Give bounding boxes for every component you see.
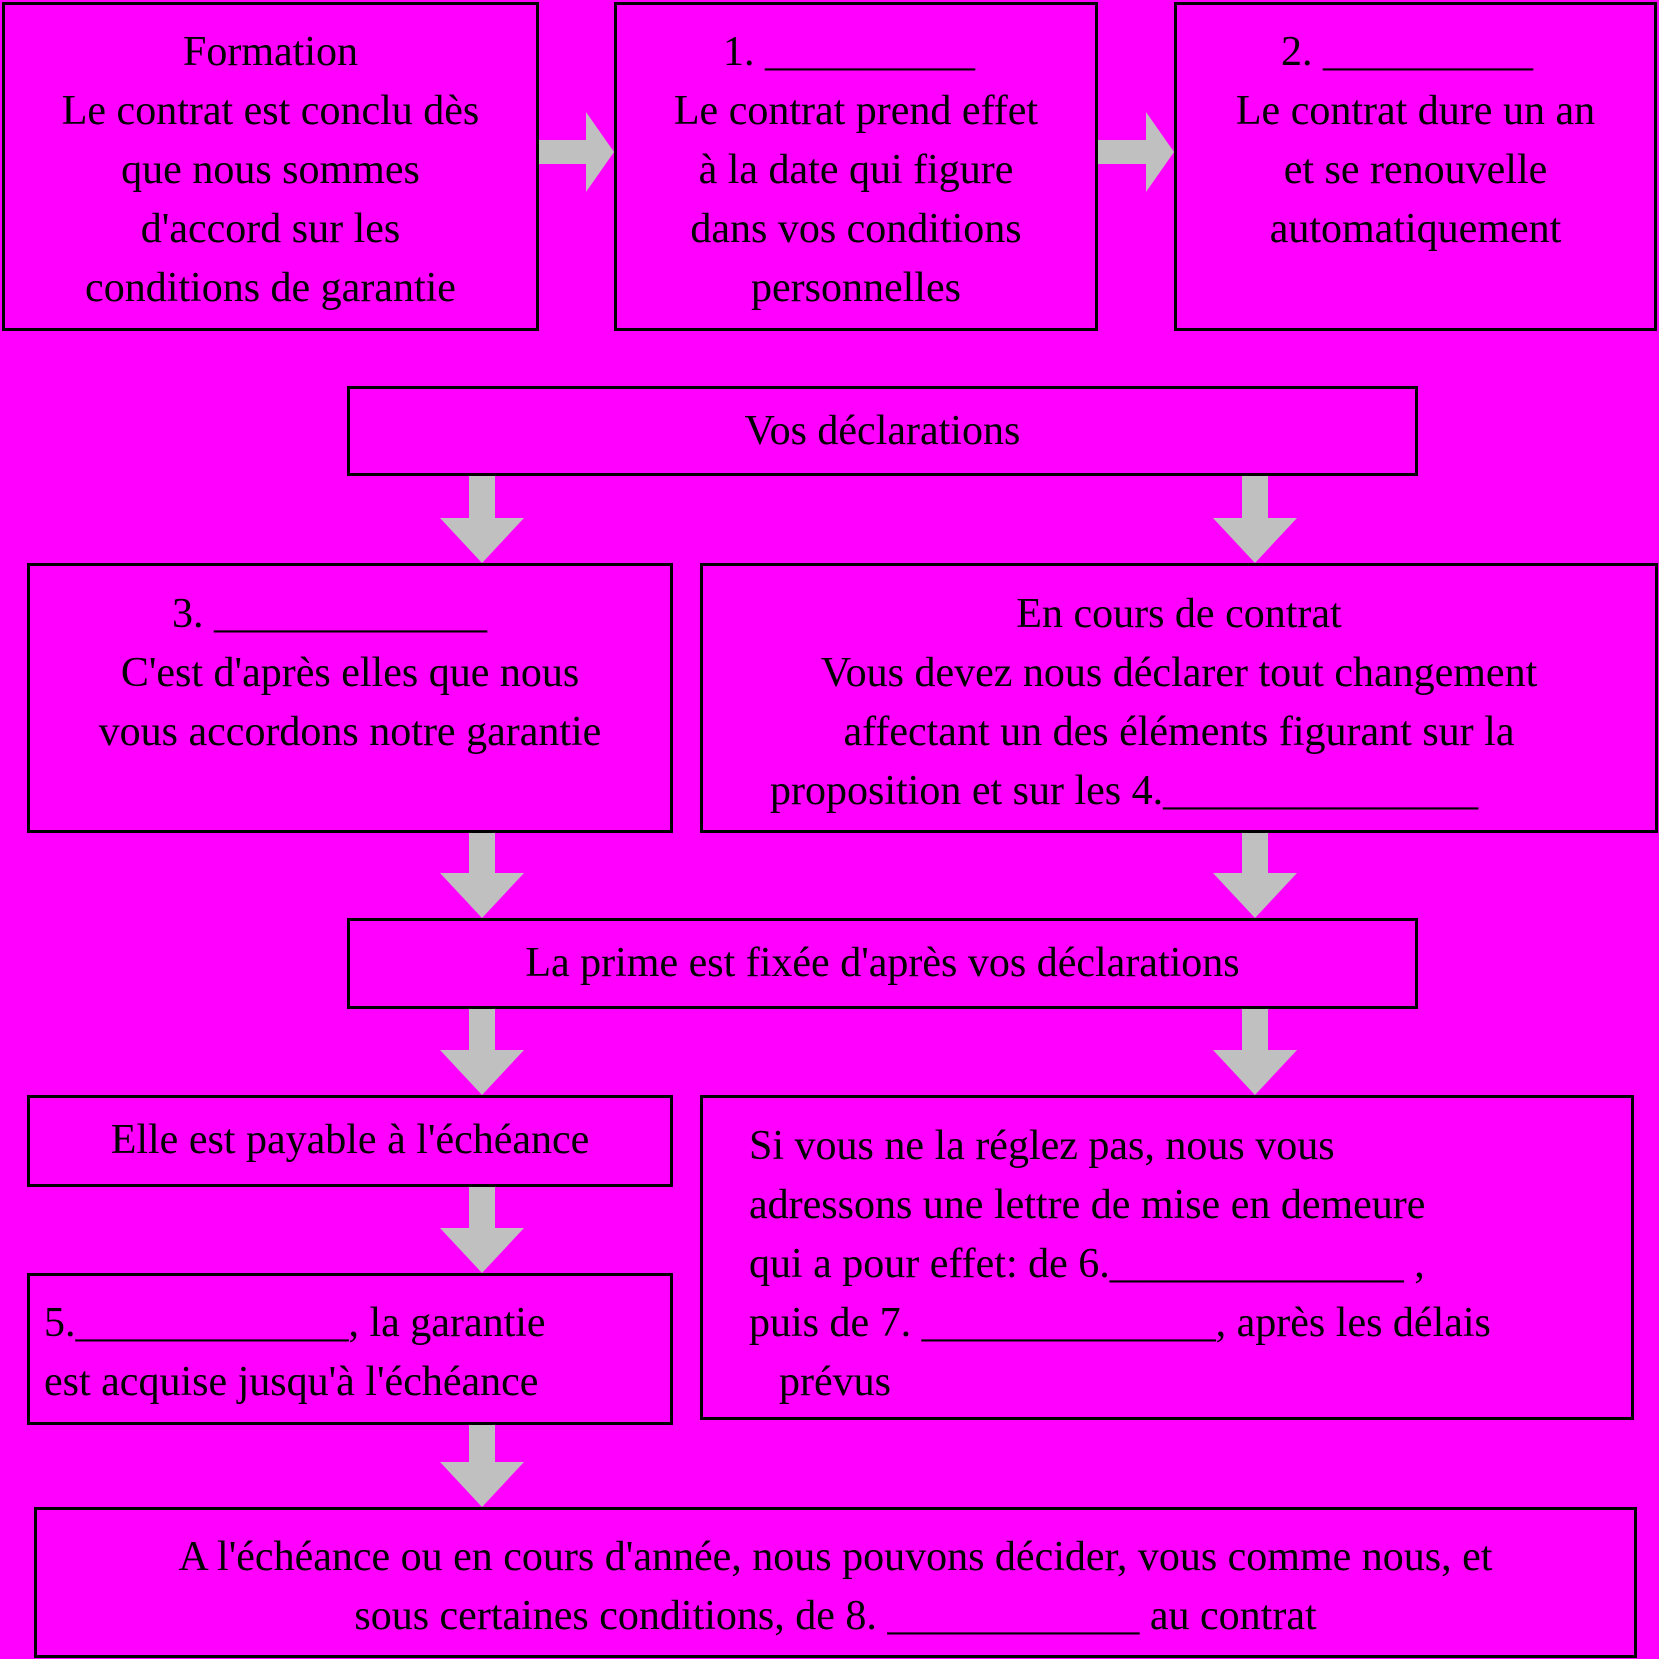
arrow-declarations-to-step-3	[440, 476, 524, 563]
arrow-declarations-to-en-cours	[1213, 476, 1297, 563]
box-step-2: 2. __________ Le contrat dure un an et s…	[1174, 2, 1657, 331]
arrow-payable-to-step-5	[440, 1187, 524, 1273]
arrow-prime-to-payable	[440, 1009, 524, 1095]
box-formation: Formation Le contrat est conclu dès que …	[2, 2, 539, 331]
box-formation-title: Formation	[183, 29, 358, 75]
box-final: A l'échéance ou en cours d'année, nous p…	[34, 1507, 1637, 1658]
box-step-2-line: Le contrat dure un an	[1235, 88, 1596, 134]
box-step-1-line: dans vos conditions	[690, 206, 1022, 252]
box-non-paiement: Si vous ne la réglez pas, nous vous adre…	[700, 1095, 1634, 1420]
arrow-step-3-to-prime	[440, 833, 524, 918]
box-payable: Elle est payable à l'échéance	[27, 1095, 673, 1187]
box-formation-line: d'accord sur les	[140, 206, 401, 252]
box-step-1-line: Le contrat prend effet	[673, 88, 1039, 134]
box-step-2-line: et se renouvelle	[1283, 147, 1548, 193]
box-step-5-line: est acquise jusqu'à l'échéance	[44, 1359, 539, 1405]
box-formation-line: que nous sommes	[121, 147, 420, 193]
box-en-cours-de-contrat: En cours de contrat Vous devez nous décl…	[700, 563, 1658, 833]
box-step-2-line: automatiquement	[1269, 206, 1562, 252]
box-step-5: 5._____________, la garantie est acquise…	[27, 1273, 673, 1425]
box-payable-label: Elle est payable à l'échéance	[110, 1117, 590, 1163]
arrow-prime-to-non-paiement	[1213, 1009, 1297, 1095]
arrow-step-5-to-final	[440, 1425, 524, 1507]
arrow-step-1-to-step-2	[1098, 112, 1174, 192]
box-step-3: 3. _____________ C'est d'après elles que…	[27, 563, 673, 833]
box-non-paiement-line: puis de 7. ______________, après les dél…	[749, 1300, 1491, 1346]
box-declarations: Vos déclarations	[347, 386, 1418, 476]
box-prime: La prime est fixée d'après vos déclarati…	[347, 918, 1418, 1009]
box-step-1-line: à la date qui figure	[698, 147, 1014, 193]
box-en-cours-line: proposition et sur les 4._______________	[770, 768, 1479, 814]
box-final-line: A l'échéance ou en cours d'année, nous p…	[178, 1534, 1493, 1580]
box-non-paiement-line: adressons une lettre de mise en demeure	[749, 1182, 1426, 1228]
box-formation-line: Le contrat est conclu dès	[61, 88, 480, 134]
box-step-3-title: 3. _____________	[172, 591, 487, 637]
box-non-paiement-line: Si vous ne la réglez pas, nous vous	[749, 1123, 1335, 1169]
box-step-2-title: 2. __________	[1281, 29, 1533, 75]
box-step-1-line: personnelles	[751, 265, 961, 311]
box-step-1-title: 1. __________	[723, 29, 975, 75]
box-declarations-label: Vos déclarations	[744, 408, 1021, 454]
box-step-3-line: vous accordons notre garantie	[98, 709, 602, 755]
box-non-paiement-line: prévus	[779, 1359, 891, 1405]
box-en-cours-title: En cours de contrat	[1016, 591, 1342, 637]
box-step-3-line: C'est d'après elles que nous	[120, 650, 580, 696]
arrow-formation-to-step-1	[539, 112, 614, 192]
box-final-line: sous certaines conditions, de 8. _______…	[354, 1593, 1317, 1639]
arrow-en-cours-to-prime	[1213, 833, 1297, 918]
box-step-5-line: 5._____________, la garantie	[44, 1300, 546, 1346]
box-formation-line: conditions de garantie	[85, 265, 456, 311]
box-en-cours-line: affectant un des éléments figurant sur l…	[843, 709, 1515, 755]
box-prime-label: La prime est fixée d'après vos déclarati…	[525, 940, 1240, 986]
box-en-cours-line: Vous devez nous déclarer tout changement	[820, 650, 1538, 696]
box-step-1: 1. __________ Le contrat prend effet à l…	[614, 2, 1098, 331]
box-non-paiement-line: qui a pour effet: de 6.______________ ,	[749, 1241, 1425, 1287]
